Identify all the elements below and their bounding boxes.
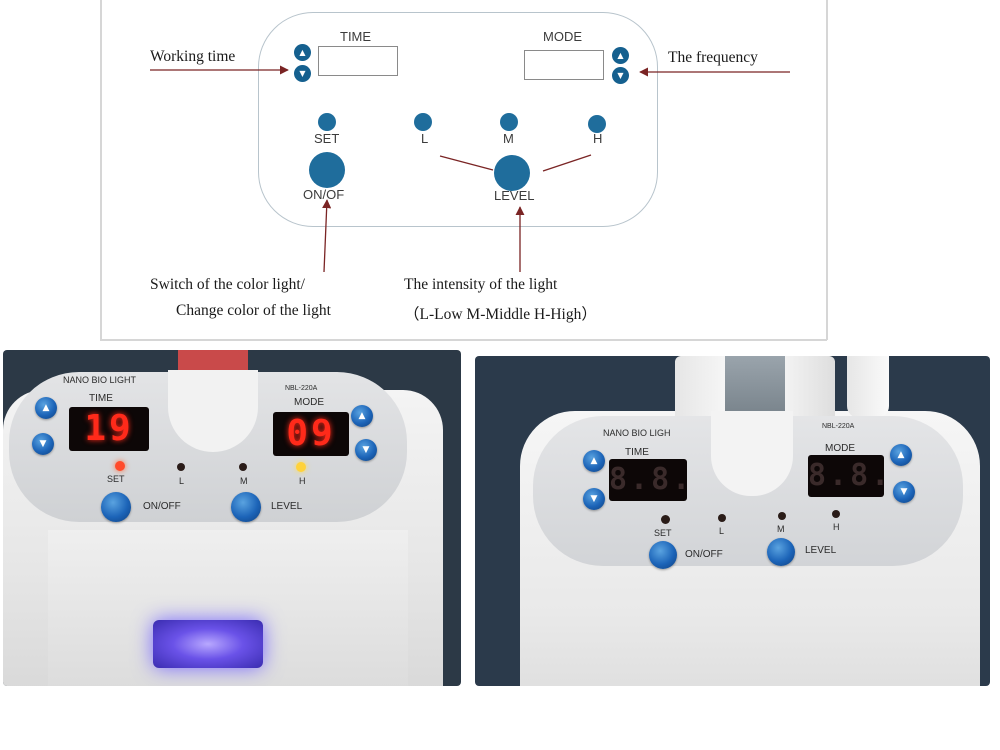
diagram-set-dot (318, 113, 336, 131)
diagram-mode-down-icon: ▼ (612, 67, 629, 84)
m-indicator-led (778, 512, 786, 520)
set-label: SET (107, 474, 125, 484)
control-panel-diagram: TIME ▲ ▼ MODE ▲ ▼ SET L M H ON/OF LEVEL … (0, 0, 1000, 345)
diagram-h-label: H (593, 131, 603, 146)
diagram-mode-label: MODE (543, 29, 582, 44)
level-l-connector (439, 155, 494, 171)
frame-bottom-line (100, 339, 827, 341)
diagram-mode-display (524, 50, 604, 80)
level-label: LEVEL (271, 501, 303, 512)
onoff-label: ON/OFF (143, 501, 181, 512)
level-label: LEVEL (805, 545, 837, 556)
callout-switch-line2: Change color of the light (176, 302, 331, 319)
onoff-button (101, 492, 131, 522)
time-label: TIME (89, 393, 113, 404)
diagram-l-dot (414, 113, 432, 131)
time-down-button: ▼ (583, 488, 605, 510)
h-indicator-led (832, 510, 840, 518)
lamp-arm-red-light (178, 350, 248, 372)
callout-switch-line1: Switch of the color light/ (150, 276, 305, 293)
model-label: NBL-220A (285, 385, 318, 392)
mode-label: MODE (294, 397, 324, 408)
panel-notch (168, 370, 258, 452)
onoff-label: ON/OFF (685, 549, 723, 560)
h-label: H (833, 522, 840, 532)
brand-label: NANO BIO LIGH (603, 428, 671, 438)
callout-intensity-line1: The intensity of the light (404, 276, 558, 293)
mode-up-button: ▲ (890, 444, 912, 466)
diagram-level-label: LEVEL (494, 188, 535, 203)
time-up-button: ▲ (35, 397, 57, 419)
m-label: M (777, 524, 785, 534)
l-indicator-led (177, 463, 185, 471)
diagram-h-dot (588, 115, 606, 133)
mode-up-button: ▲ (351, 405, 373, 427)
diagram-mode-up-icon: ▲ (612, 47, 629, 64)
model-label: NBL-220A (822, 423, 855, 430)
callout-intensity-line2: （L-Low M-Middle H-High） (404, 306, 597, 323)
set-indicator-led (115, 461, 125, 471)
time-up-button: ▲ (583, 450, 605, 472)
brand-label: NANO BIO LIGHT (63, 375, 137, 385)
mode-display: 8.8. (808, 455, 889, 497)
time-display: 8.8. (609, 459, 690, 501)
diagram-m-dot (500, 113, 518, 131)
time-label: TIME (625, 447, 649, 458)
diagram-m-label: M (503, 131, 514, 146)
frame-left-line (100, 0, 102, 340)
diagram-onoff-label: ON/OF (303, 187, 345, 202)
callout-frequency: The frequency (668, 49, 758, 66)
photo-device-off: NANO BIO LIGH NBL-220A TIME MODE 8.8. 8.… (475, 356, 990, 686)
photo-device-lit: NANO BIO LIGHT NBL-220A TIME MODE 19 09 … (3, 350, 461, 686)
m-label: M (240, 476, 248, 486)
m-indicator-led (239, 463, 247, 471)
diagram-level-button (494, 155, 530, 191)
diagram-arrows (150, 65, 790, 273)
lamp-side-bracket (847, 356, 889, 418)
diagram-time-up-icon: ▲ (294, 44, 311, 61)
mode-display: 09 (273, 412, 349, 456)
l-label: L (179, 476, 185, 486)
onoff-arrow (322, 199, 332, 273)
mode-down-button: ▼ (355, 439, 377, 461)
diagram-time-label: TIME (340, 29, 372, 44)
panel-notch (711, 411, 793, 496)
time-down-button: ▼ (32, 433, 54, 455)
set-indicator-led (661, 515, 670, 524)
blue-light-module (153, 620, 263, 668)
callout-working-time: Working time (150, 48, 236, 65)
l-label: L (719, 526, 725, 536)
level-button (767, 538, 795, 566)
l-indicator-led (718, 514, 726, 522)
level-button (231, 492, 261, 522)
mode-down-button: ▼ (893, 481, 915, 503)
mode-label: MODE (825, 443, 855, 454)
h-indicator-led (296, 462, 306, 472)
diagram-onoff-button (309, 152, 345, 188)
frame-right-line (826, 0, 828, 340)
diagram-time-display (318, 46, 398, 76)
level-h-connector (542, 154, 592, 172)
diagram-l-label: L (421, 131, 429, 146)
diagram-time-down-icon: ▼ (294, 65, 311, 82)
set-label: SET (654, 528, 672, 538)
h-label: H (299, 476, 306, 486)
diagram-set-label: SET (314, 131, 340, 146)
time-display: 19 (69, 407, 149, 451)
onoff-button (649, 541, 677, 569)
